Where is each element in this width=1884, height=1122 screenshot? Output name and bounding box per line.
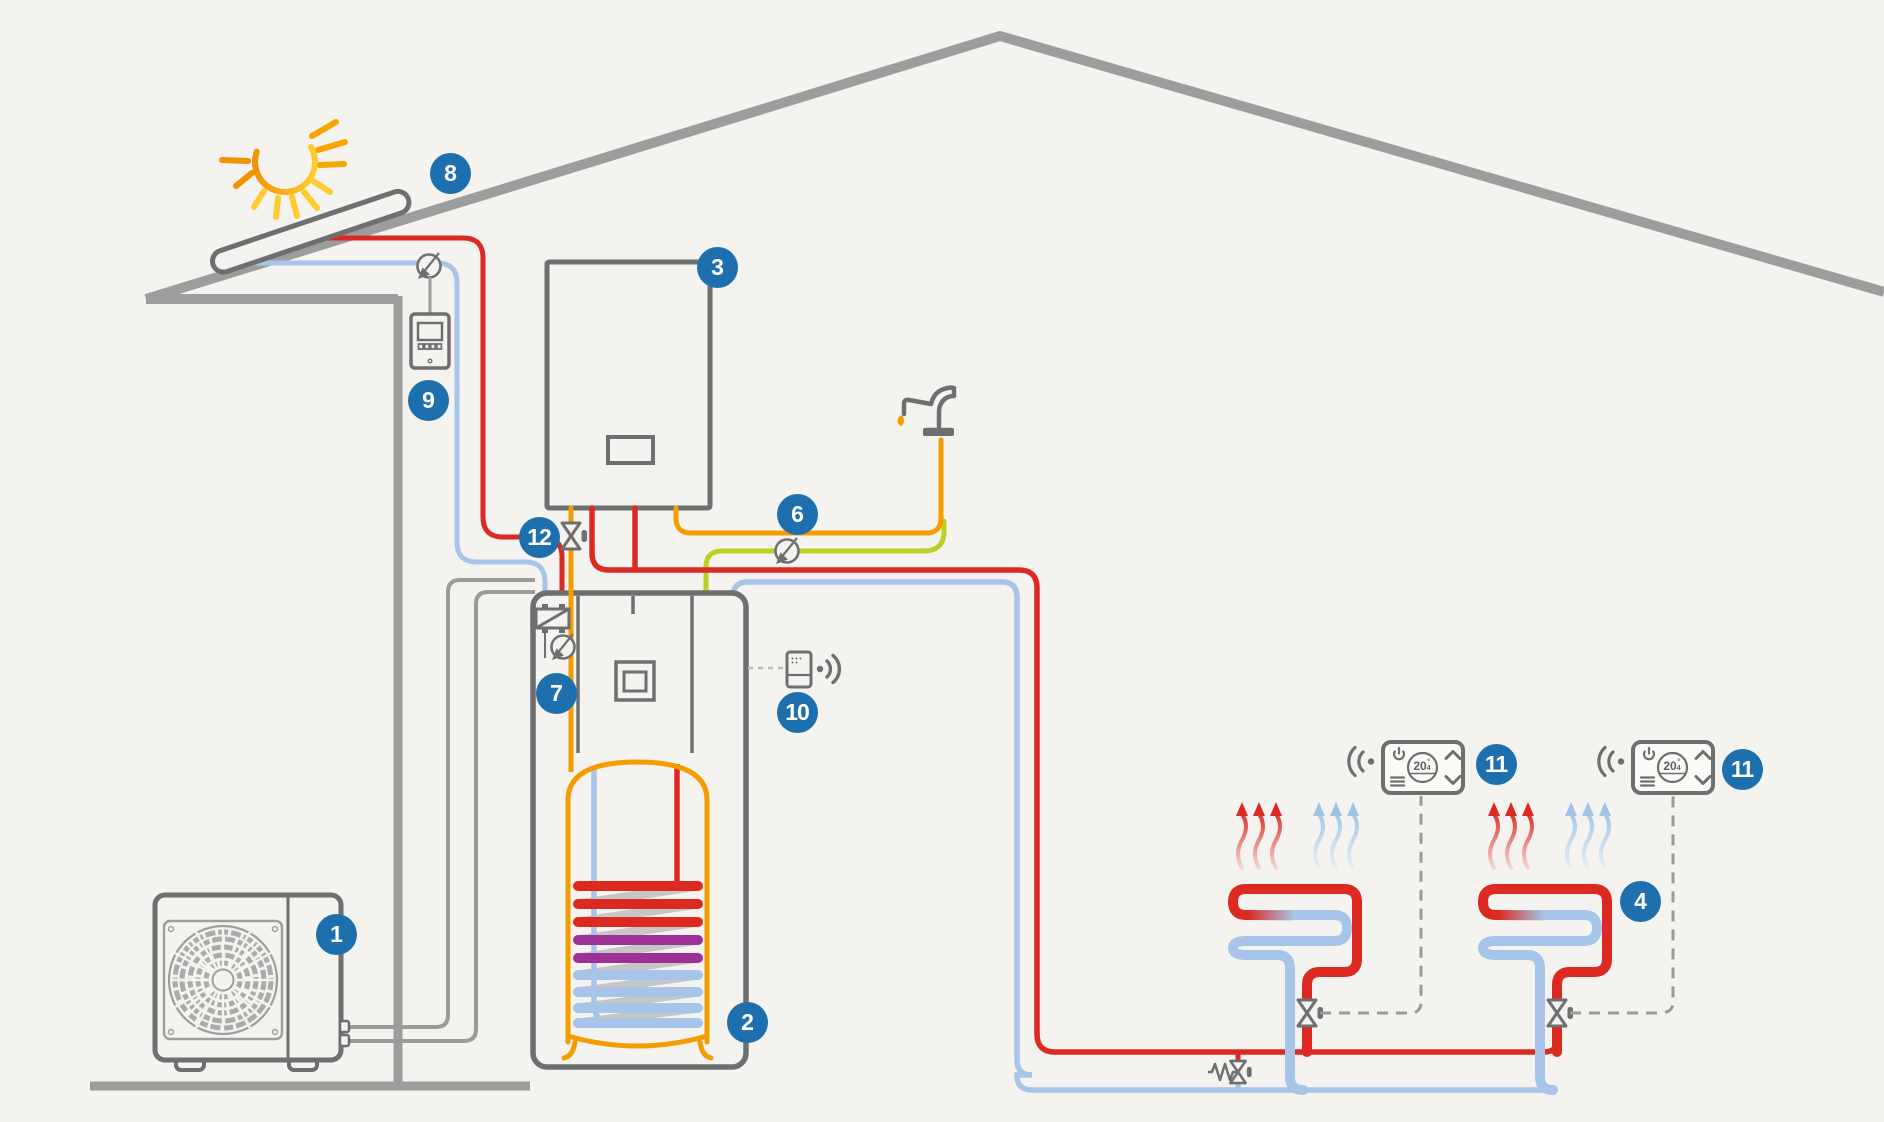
badge-6-circulation-pump[interactable]: 6	[776, 493, 818, 535]
dhw-cylinder	[561, 546, 714, 1061]
bypass-valve	[1208, 1052, 1253, 1090]
badge-11-room-thermostat-1[interactable]: 11	[1475, 743, 1517, 785]
badge-10-wireless-gateway[interactable]: 10	[776, 691, 818, 733]
temp-fraction: 4	[1676, 765, 1681, 772]
wireless-signal-icon	[825, 653, 841, 685]
wall-hung-boiler	[544, 259, 713, 511]
degree-symbol: °	[1677, 759, 1681, 766]
badge-9-system-controller[interactable]: 9	[407, 379, 449, 421]
control-lines	[1320, 796, 1675, 1015]
temp-whole: 20	[1663, 759, 1677, 773]
fan-icon	[162, 919, 284, 1041]
badge-12-diverter-valve[interactable]: 12	[518, 516, 560, 558]
system-controller	[409, 277, 451, 370]
badge-1-outdoor-unit[interactable]: 1	[315, 913, 357, 955]
badge-4-underfloor-heating[interactable]: 4	[1619, 880, 1661, 922]
underfloor-loop-2	[1483, 889, 1607, 1090]
badge-11-room-thermostat-2[interactable]: 11	[1721, 748, 1763, 790]
solar-station	[534, 604, 571, 658]
wireless-gateway	[748, 650, 841, 689]
solar-pump-icon	[416, 251, 442, 281]
degree-symbol: °	[1427, 759, 1431, 766]
outdoor-heat-pump-unit	[152, 892, 351, 1072]
heat-flow-arrows	[1236, 802, 1611, 870]
temp-fraction: 4	[1426, 765, 1431, 772]
badge-7-solar-station[interactable]: 7	[535, 672, 577, 714]
refrigerant-pipes	[349, 578, 535, 1043]
thermostat-1-temperature: 20°4	[1400, 759, 1444, 773]
sun-icon	[219, 119, 348, 220]
circulation-pump-icon	[774, 536, 800, 566]
tank-unit	[530, 590, 749, 1070]
thermostat-2-temperature: 20°4	[1650, 759, 1694, 773]
badge-2-dhw-cylinder[interactable]: 2	[726, 1001, 768, 1043]
badge-8-solar-collector[interactable]: 8	[429, 152, 471, 194]
house-outline	[90, 31, 1884, 1091]
diverter-valve-icon	[560, 521, 589, 551]
solar-pipes	[247, 235, 565, 609]
faucet-icon	[897, 385, 957, 436]
temp-whole: 20	[1413, 759, 1427, 773]
underfloor-loop-1	[1233, 889, 1357, 1090]
solar-collector	[210, 188, 412, 275]
station-pump-icon	[550, 632, 576, 662]
badge-3-boiler[interactable]: 3	[696, 246, 738, 288]
